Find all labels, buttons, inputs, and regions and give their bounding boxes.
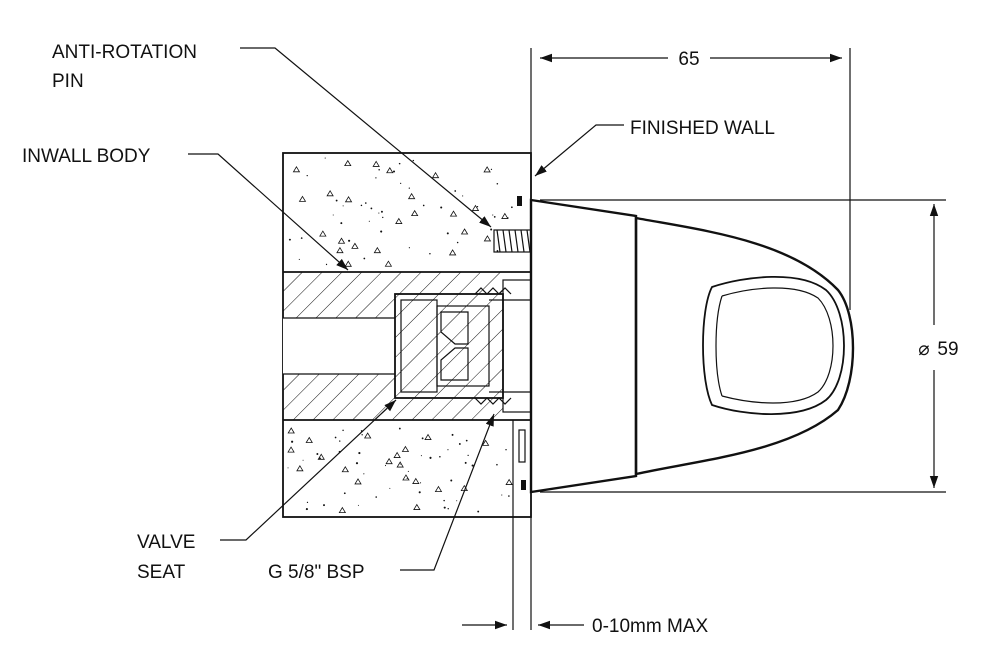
gap-label: 0-10mm MAX <box>592 616 708 637</box>
dimension-diameter: ⌀ 59 <box>540 199 959 493</box>
callout-valve-seat: VALVE SEAT <box>137 399 397 583</box>
callout-anti-rotation-pin: ANTI-ROTATION PIN <box>52 42 492 228</box>
callout-finished-wall: FINISHED WALL <box>534 118 775 177</box>
finished-wall-label: FINISHED WALL <box>630 118 775 139</box>
valve-seat-label-line1: VALVE <box>137 532 195 553</box>
diameter-symbol: ⌀ <box>918 339 929 360</box>
valve-cartridge <box>394 279 532 413</box>
dimension-gap: 0-10mm MAX <box>462 420 708 637</box>
valve-seat-label-line2: SEAT <box>137 562 186 583</box>
diameter-value: 59 <box>937 339 958 360</box>
anti-rotation-label-line1: ANTI-ROTATION <box>52 42 197 63</box>
dimension-depth: 65 <box>530 48 851 310</box>
depth-value: 65 <box>678 49 699 70</box>
concrete-speckles <box>287 157 513 513</box>
trim-handle <box>529 198 855 494</box>
thread-spec-label: G 5/8" BSP <box>268 562 365 583</box>
callout-inwall-body: INWALL BODY <box>22 146 349 271</box>
anti-rotation-label-line2: PIN <box>52 71 84 92</box>
callout-thread-spec: G 5/8" BSP <box>268 413 495 583</box>
wall-seal-marks <box>517 196 526 490</box>
inwall-body-label: INWALL BODY <box>22 146 151 167</box>
